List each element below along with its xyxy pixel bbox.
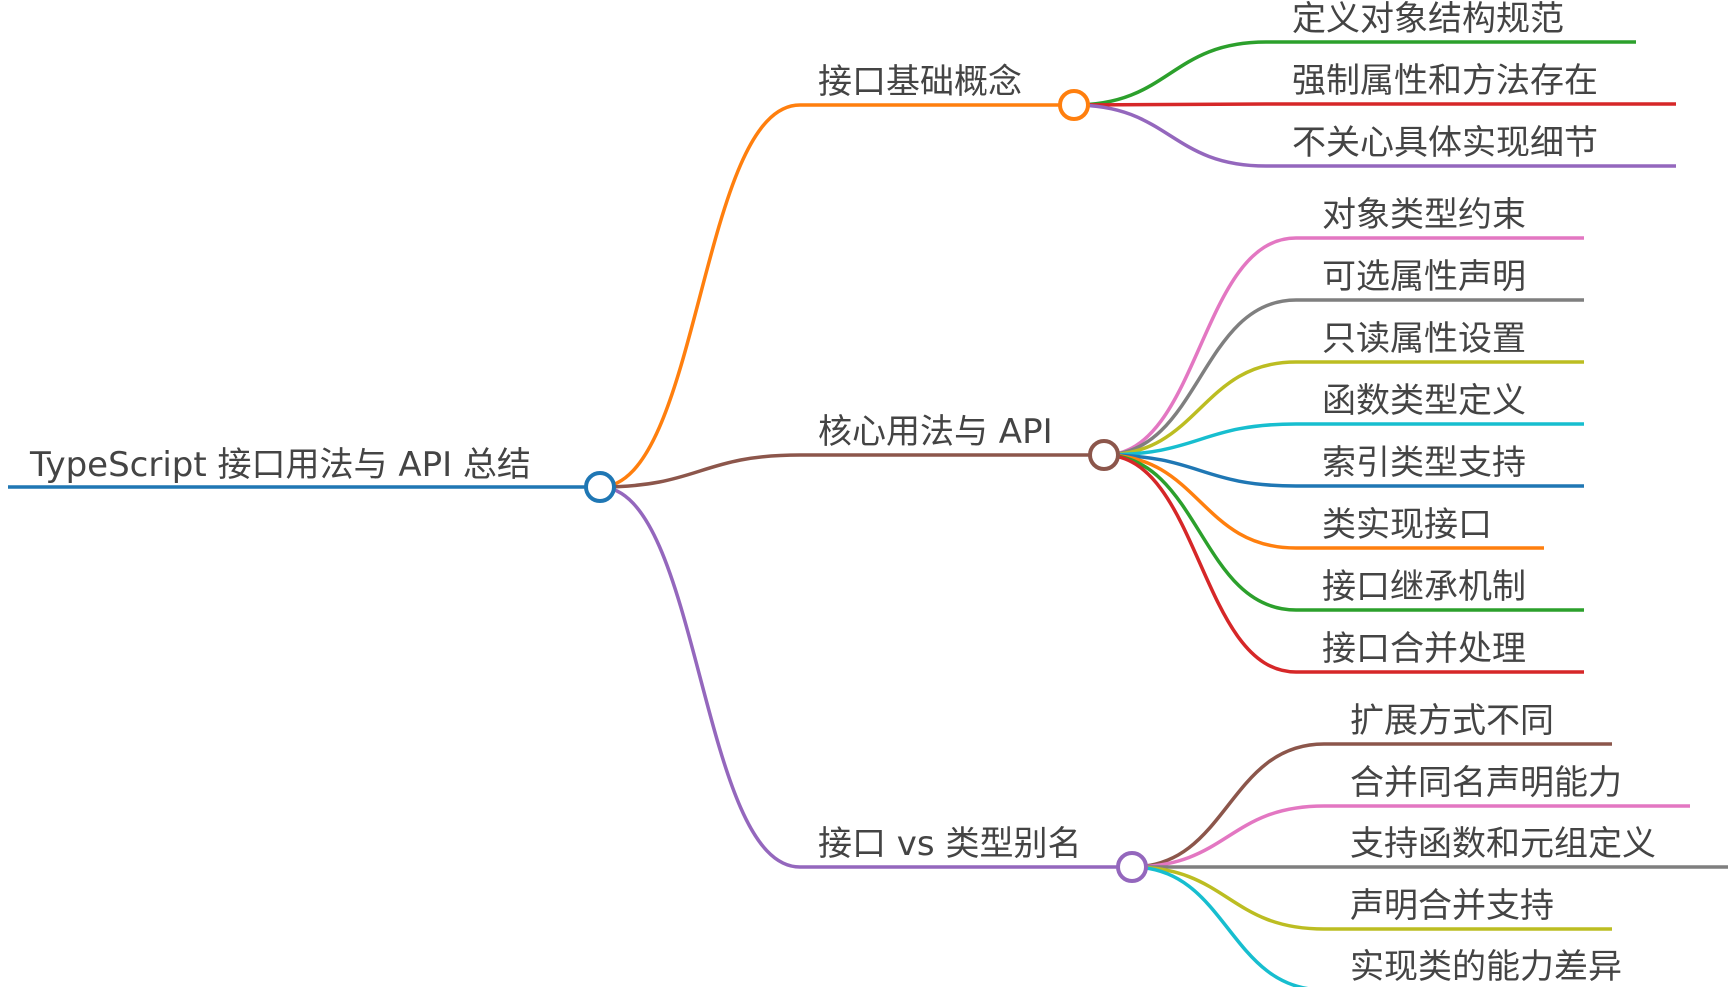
- branch-1-collapse-toggle[interactable]: [1088, 439, 1120, 471]
- child-label: 接口继承机制: [1322, 567, 1526, 607]
- child-label: 接口合并处理: [1322, 629, 1526, 669]
- collapse-toggles: [584, 89, 1148, 883]
- edges: [599, 40, 1325, 987]
- edge-branch-1-child-2: [1103, 360, 1297, 457]
- edge-branch-0-child-2: [1073, 103, 1267, 168]
- root-collapse-toggle[interactable]: [584, 471, 616, 503]
- child-label: 合并同名声明能力: [1350, 763, 1622, 803]
- branch-2-collapse-toggle[interactable]: [1116, 851, 1148, 883]
- edge-branch-1-child-5: [1103, 453, 1297, 550]
- edge-branch-1-child-7: [1103, 453, 1297, 674]
- child-label: 对象类型约束: [1322, 195, 1526, 235]
- child-label: 索引类型支持: [1322, 443, 1526, 483]
- child-label: 类实现接口: [1322, 505, 1492, 545]
- edge-branch-2-child-0: [1131, 742, 1325, 869]
- edge-branch-1-child-4: [1103, 453, 1297, 488]
- branch-0-collapse-toggle[interactable]: [1058, 89, 1090, 121]
- edge-root-to-branch-2: [599, 485, 801, 869]
- edge-branch-2-child-3: [1131, 865, 1325, 931]
- child-label: 可选属性声明: [1322, 257, 1526, 297]
- child-label: 只读属性设置: [1322, 319, 1526, 359]
- underlines: [8, 40, 1728, 931]
- child-label: 实现类的能力差异: [1350, 947, 1622, 987]
- child-label: 强制属性和方法存在: [1292, 61, 1598, 101]
- edge-root-to-branch-0: [599, 103, 801, 489]
- child-label: 定义对象结构规范: [1292, 0, 1564, 39]
- edge-branch-1-child-6: [1103, 453, 1297, 612]
- child-label: 扩展方式不同: [1350, 701, 1554, 741]
- edge-branch-1-child-0: [1103, 236, 1297, 457]
- edge-branch-2-child-1: [1131, 804, 1325, 869]
- child-label: 函数类型定义: [1322, 381, 1526, 421]
- edge-branch-0-child-1: [1073, 102, 1267, 107]
- child-label: 声明合并支持: [1350, 886, 1554, 926]
- edge-root-to-branch-1: [599, 453, 801, 489]
- edge-branch-2-child-4: [1131, 865, 1309, 987]
- branch-label-usage: 核心用法与 API: [818, 412, 1053, 452]
- edge-branch-0-child-0: [1073, 40, 1267, 107]
- edge-branch-1-child-1: [1103, 298, 1297, 457]
- child-label: 支持函数和元组定义: [1350, 824, 1656, 864]
- edge-branch-1-child-3: [1103, 422, 1297, 457]
- labels: TypeScript 接口用法与 API 总结 接口基础概念 核心用法与 API…: [29, 0, 1656, 987]
- branch-label-basics: 接口基础概念: [818, 62, 1022, 102]
- root-label: TypeScript 接口用法与 API 总结: [29, 445, 531, 485]
- branch-label-compare: 接口 vs 类型别名: [818, 824, 1081, 864]
- child-label: 不关心具体实现细节: [1292, 123, 1598, 163]
